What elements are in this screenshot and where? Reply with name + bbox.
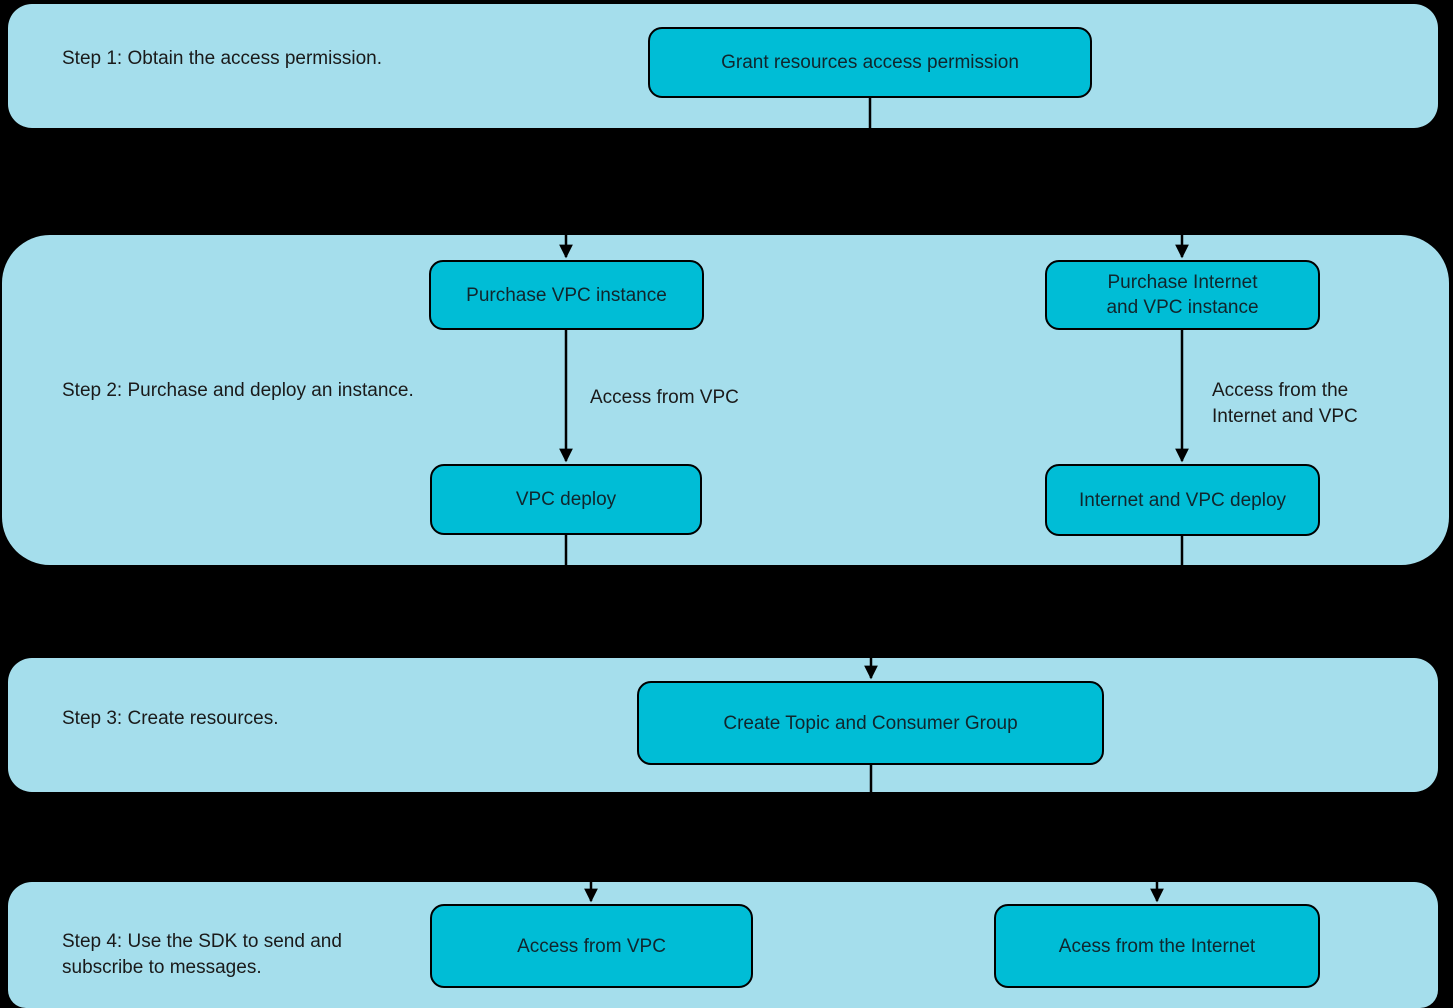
step4-label: Step 4: Use the SDK to send and subscrib… (62, 931, 342, 978)
node-purchase-vpc-instance: Purchase VPC instance (429, 260, 704, 330)
step2-label: Step 2: Purchase and deploy an instance. (62, 380, 414, 401)
node-grant-resources-access-permission: Grant resources access permission (648, 27, 1092, 98)
step1-label: Step 1: Obtain the access permission. (62, 48, 382, 69)
edge-label-access-from-vpc: Access from VPC (590, 387, 739, 408)
node-access-from-vpc: Access from VPC (430, 904, 753, 988)
node-internet-and-vpc-deploy: Internet and VPC deploy (1045, 464, 1320, 536)
step3-label: Step 3: Create resources. (62, 708, 279, 729)
node-access-from-the-internet: Acess from the Internet (994, 904, 1320, 988)
node-purchase-internet-and-vpc-instance: Purchase Internet and VPC instance (1045, 260, 1320, 330)
node-vpc-deploy: VPC deploy (430, 464, 702, 535)
edge-label-access-from-internet-and-vpc: Access from the Internet and VPC (1212, 380, 1358, 427)
node-create-topic-and-consumer-group: Create Topic and Consumer Group (637, 681, 1104, 765)
